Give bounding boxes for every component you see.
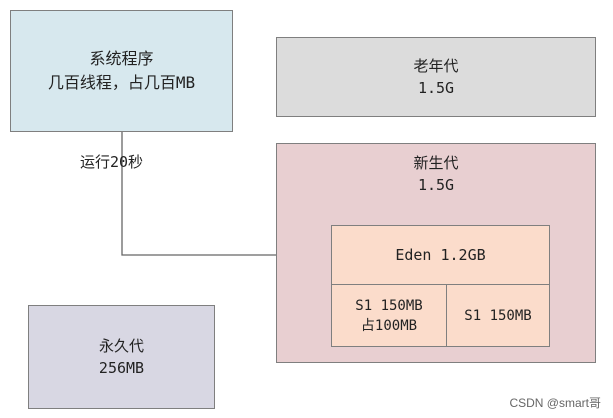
old-generation-title: 老年代 bbox=[413, 57, 459, 75]
permanent-generation-size: 256MB bbox=[98, 359, 145, 377]
survivor-left-box: S1 150MB 占100MB bbox=[331, 284, 447, 347]
permanent-generation-box: 永久代 256MB bbox=[28, 305, 215, 409]
arrow-label: 运行20秒 bbox=[80, 153, 144, 171]
eden-label: Eden 1.2GB bbox=[395, 246, 486, 264]
young-generation-title: 新生代 bbox=[413, 154, 459, 172]
watermark: CSDN @smart哥 bbox=[509, 396, 601, 410]
survivor-left-usage: 占100MB bbox=[360, 317, 418, 334]
survivor-right-box: S1 150MB bbox=[446, 284, 550, 347]
system-program-box: 系统程序 几百线程，占几百MB bbox=[10, 10, 233, 132]
young-generation-size: 1.5G bbox=[417, 176, 455, 194]
survivor-left-size: S1 150MB bbox=[355, 297, 423, 314]
old-generation-size: 1.5G bbox=[417, 79, 455, 97]
system-program-title: 系统程序 bbox=[89, 49, 154, 68]
survivor-right-size: S1 150MB bbox=[464, 307, 532, 324]
old-generation-box: 老年代 1.5G bbox=[276, 37, 596, 117]
system-program-subtitle: 几百线程，占几百MB bbox=[47, 73, 196, 92]
eden-box: Eden 1.2GB bbox=[331, 225, 550, 285]
permanent-generation-title: 永久代 bbox=[98, 337, 144, 355]
connector-line bbox=[121, 132, 322, 256]
